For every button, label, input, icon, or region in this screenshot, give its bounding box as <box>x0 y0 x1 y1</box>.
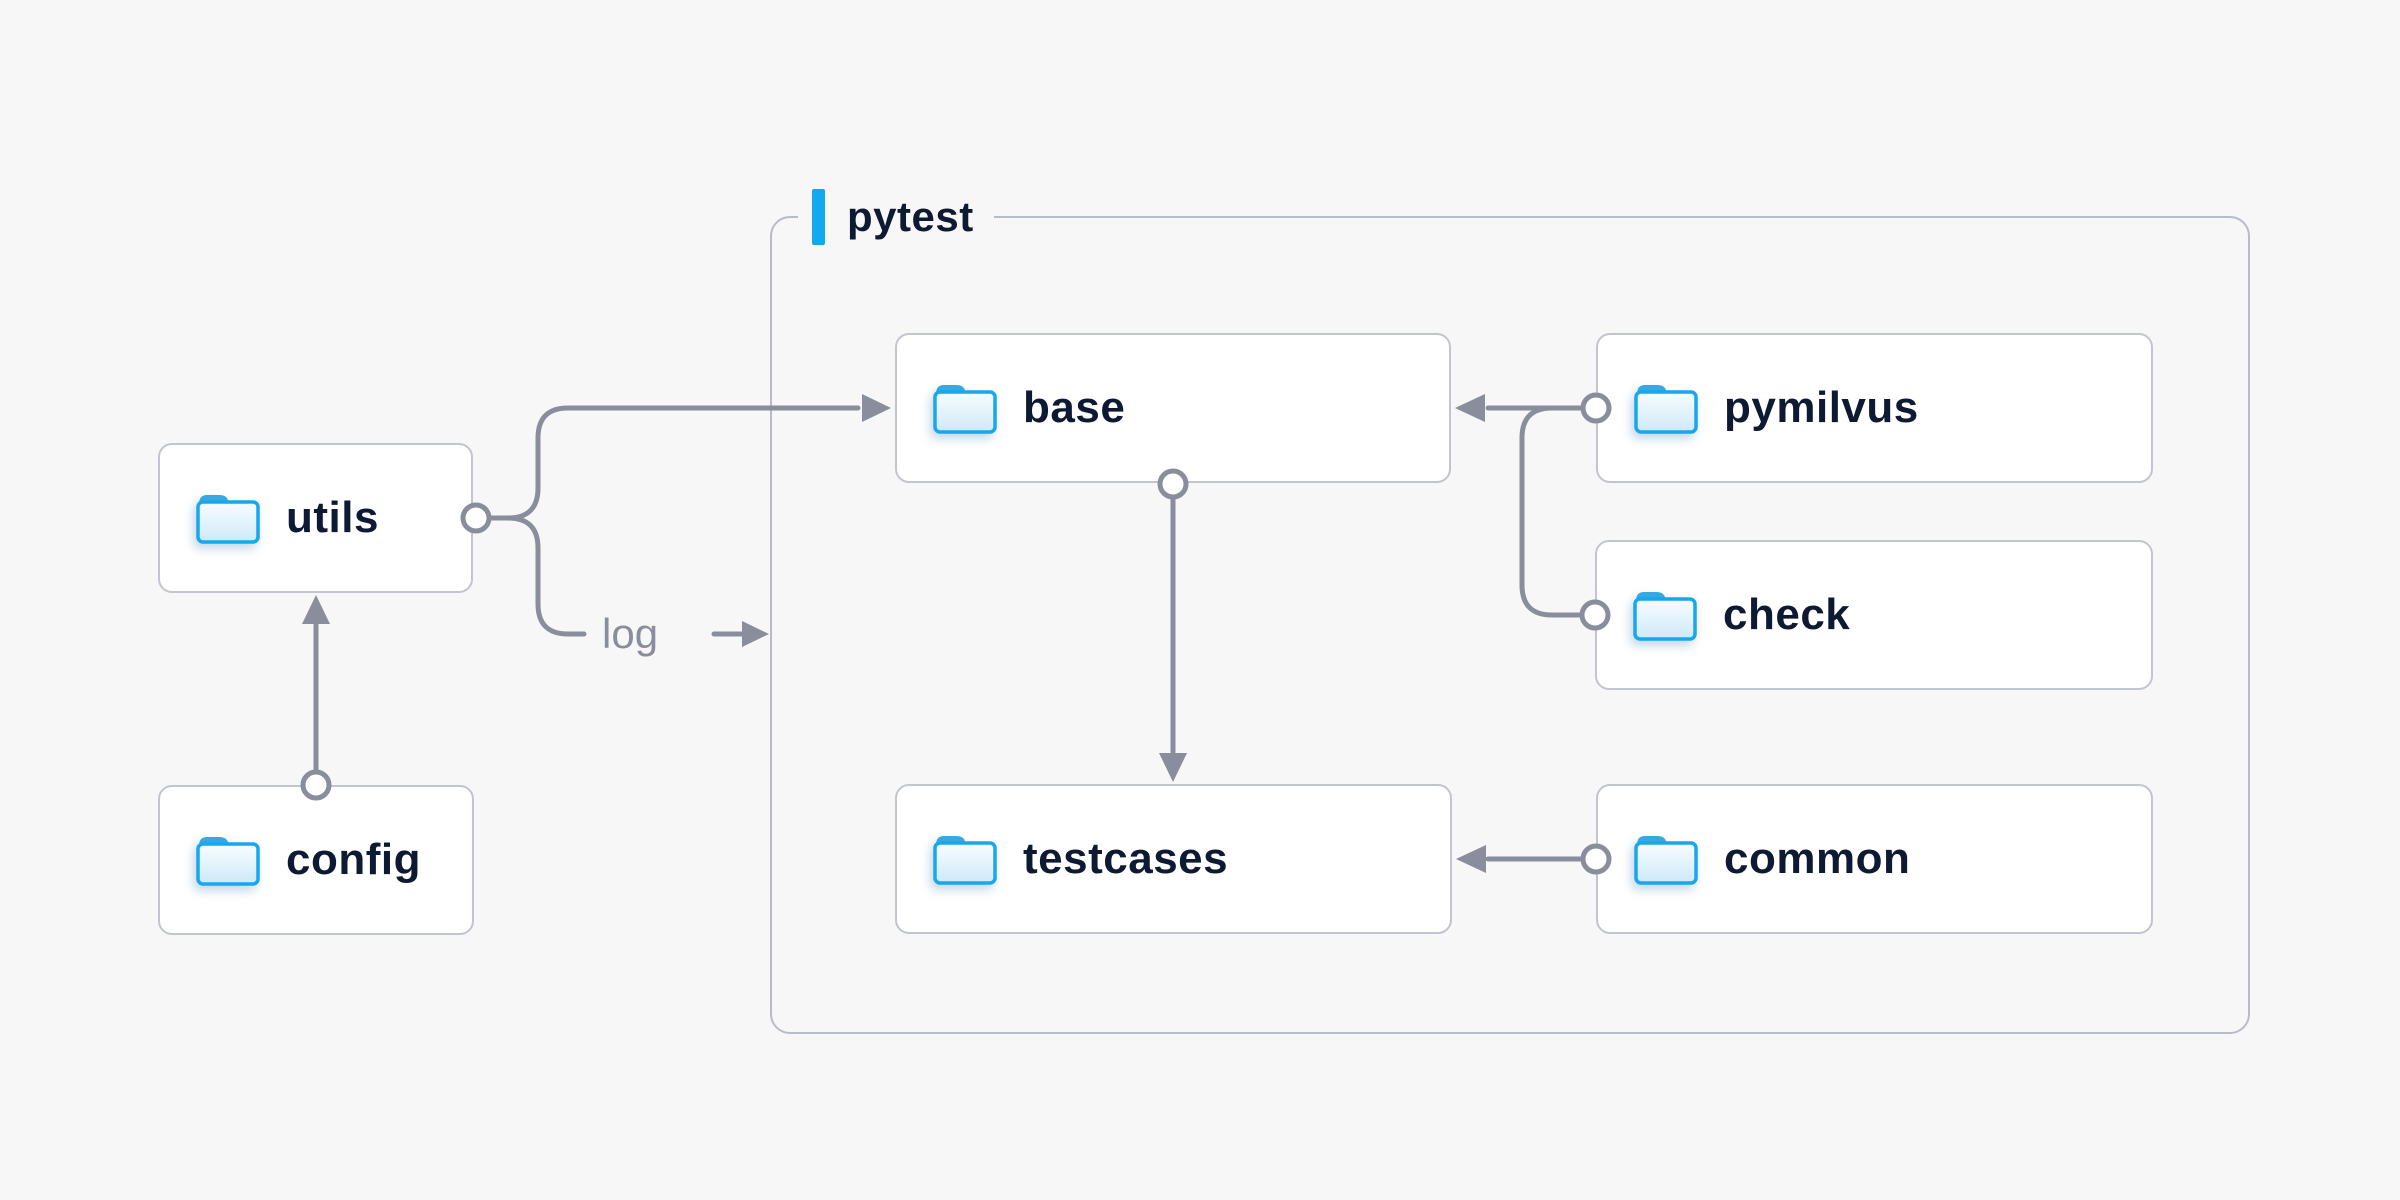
node-pymilvus: pymilvus <box>1596 333 2153 483</box>
pytest-group-box <box>770 216 2250 1034</box>
node-label: pymilvus <box>1724 383 1919 432</box>
folder-icon <box>196 495 260 544</box>
node-label: config <box>286 835 421 884</box>
node-config: config <box>158 785 474 935</box>
node-testcases: testcases <box>895 784 1452 934</box>
node-base: base <box>895 333 1451 483</box>
node-check: check <box>1595 540 2153 690</box>
pytest-label-text: pytest <box>847 193 974 240</box>
edge-utils-log <box>488 515 587 637</box>
node-label: testcases <box>1023 834 1229 883</box>
folder-icon <box>1633 592 1697 641</box>
node-label: common <box>1724 834 1911 883</box>
node-utils: utils <box>158 443 473 593</box>
node-common: common <box>1596 784 2153 934</box>
arrowhead-up-utils <box>302 595 330 624</box>
node-label: check <box>1723 590 1851 639</box>
accent-bar <box>812 189 825 245</box>
folder-icon <box>1634 385 1698 434</box>
pytest-group-label: pytest <box>798 186 994 248</box>
edge-label-log: log <box>602 610 659 657</box>
folder-icon <box>933 836 997 885</box>
node-label: utils <box>286 493 379 542</box>
folder-icon <box>933 385 997 434</box>
folder-icon <box>1634 836 1698 885</box>
folder-icon <box>196 837 260 886</box>
arrowhead-log <box>742 621 769 647</box>
node-label: base <box>1023 383 1126 432</box>
